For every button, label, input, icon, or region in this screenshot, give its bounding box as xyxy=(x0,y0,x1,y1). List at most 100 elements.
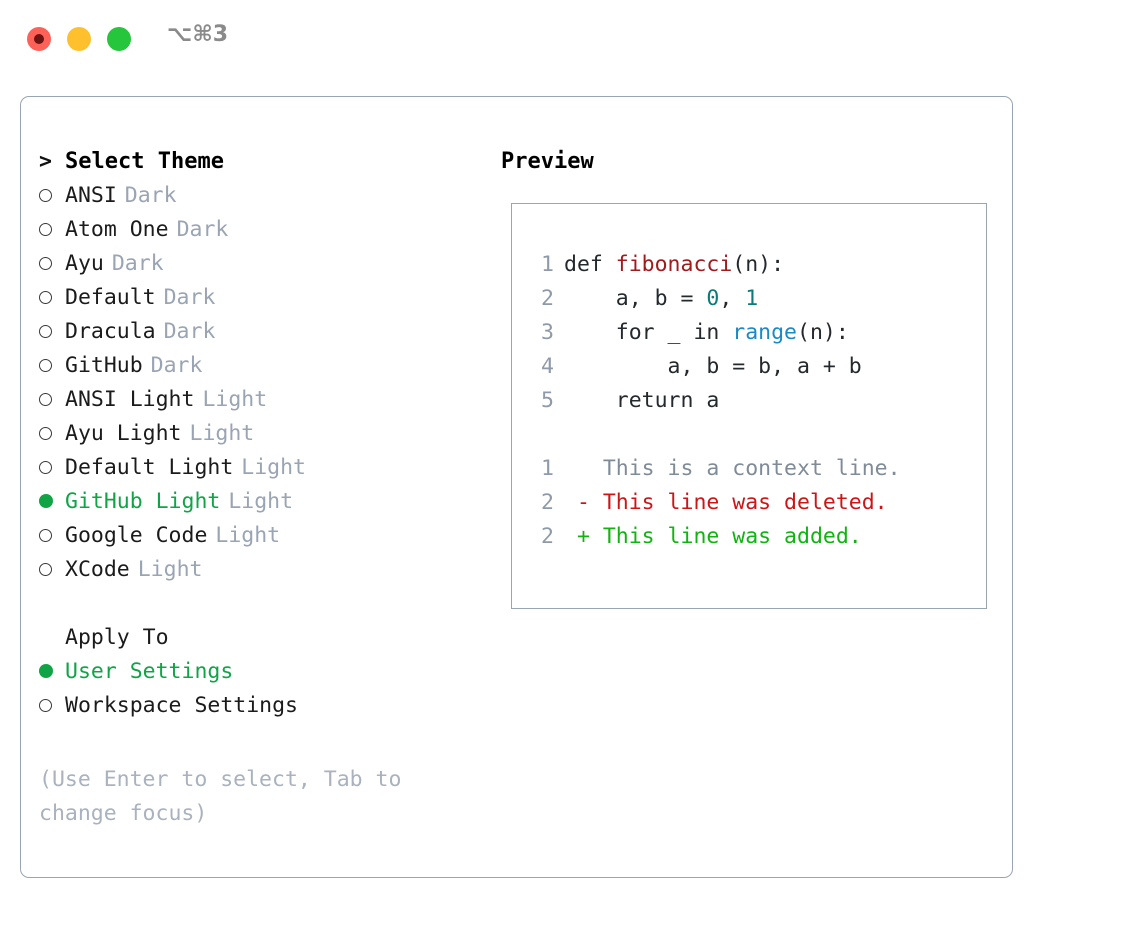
theme-item-label: ANSI Light xyxy=(65,387,195,412)
list-spacer xyxy=(39,587,469,621)
code-token: return a xyxy=(564,388,720,413)
theme-item-label: Ayu Light xyxy=(65,421,182,446)
select-theme-header: > Select Theme xyxy=(39,145,469,179)
code-token: This is a context line. xyxy=(564,456,901,481)
theme-item-variant-tag: Dark xyxy=(124,183,177,208)
radio-unselected-icon xyxy=(39,528,52,542)
code-token: , xyxy=(719,286,746,311)
theme-list-item[interactable]: GitHub Light Light xyxy=(39,485,469,519)
code-line-number: 2 xyxy=(541,524,554,549)
theme-list-item[interactable]: Default Dark xyxy=(39,281,469,315)
close-icon xyxy=(34,34,44,44)
radio-unselected-icon xyxy=(39,222,52,236)
theme-item-variant-tag: Light xyxy=(202,387,268,412)
theme-list-item[interactable]: Ayu Light Light xyxy=(39,417,469,451)
theme-radio-marker xyxy=(39,213,65,247)
theme-item-variant-tag: Light xyxy=(189,421,255,446)
theme-list-item[interactable]: ANSI Dark xyxy=(39,179,469,213)
theme-radio-marker xyxy=(39,417,65,451)
code-token: fibonacci xyxy=(615,252,733,277)
radio-unselected-icon xyxy=(39,188,52,202)
code-line: 3 for _ in range(n): xyxy=(532,316,901,350)
theme-item-variant-tag: Dark xyxy=(111,251,164,276)
theme-radio-marker xyxy=(39,451,65,485)
code-line: 5 return a xyxy=(532,384,901,418)
theme-item-label: GitHub xyxy=(65,353,143,378)
preview-title: Preview xyxy=(501,149,594,174)
apply-to-option[interactable]: Workspace Settings xyxy=(39,689,469,723)
theme-item-label: GitHub Light xyxy=(65,489,221,514)
theme-item-label: XCode xyxy=(65,557,130,582)
radio-unselected-icon xyxy=(39,460,52,474)
theme-radio-marker xyxy=(39,315,65,349)
theme-list-item[interactable]: Atom One Dark xyxy=(39,213,469,247)
theme-item-label: Ayu xyxy=(65,251,104,276)
theme-radio-marker xyxy=(39,383,65,417)
code-line-number: 3 xyxy=(541,320,554,345)
theme-item-variant-tag: Light xyxy=(137,557,203,582)
radio-unselected-icon xyxy=(39,392,52,406)
radio-unselected-icon xyxy=(39,426,52,440)
keyboard-shortcut-label: ⌥⌘3 xyxy=(167,22,229,47)
theme-radio-marker xyxy=(39,281,65,315)
theme-item-label: ANSI xyxy=(65,183,117,208)
code-line: 2 - This line was deleted. xyxy=(532,486,901,520)
theme-list-item[interactable]: ANSI Light Light xyxy=(39,383,469,417)
radio-selected-icon xyxy=(39,494,53,508)
theme-item-variant-tag: Dark xyxy=(176,217,229,242)
radio-unselected-icon xyxy=(39,290,52,304)
theme-item-variant-tag: Dark xyxy=(150,353,203,378)
theme-item-label: Default xyxy=(65,285,156,310)
code-line: 2 + This line was added. xyxy=(532,520,901,554)
select-theme-title: Select Theme xyxy=(65,149,224,174)
code-line-number: 2 xyxy=(541,286,554,311)
theme-radio-marker xyxy=(39,553,65,587)
theme-list-item[interactable]: GitHub Dark xyxy=(39,349,469,383)
radio-unselected-icon xyxy=(39,324,52,338)
theme-list-item[interactable]: Ayu Dark xyxy=(39,247,469,281)
apply-to-radio-marker xyxy=(39,655,65,689)
theme-radio-marker xyxy=(39,179,65,213)
radio-unselected-icon xyxy=(39,358,52,372)
apply-to-radio-marker xyxy=(39,689,65,723)
code-token: (n): xyxy=(732,252,785,277)
code-token: 0 xyxy=(706,286,720,311)
apply-to-option[interactable]: User Settings xyxy=(39,655,469,689)
close-button[interactable] xyxy=(27,27,51,51)
theme-list-item[interactable]: XCode Light xyxy=(39,553,469,587)
theme-item-label: Google Code xyxy=(65,523,208,548)
caret-icon: > xyxy=(39,149,52,174)
code-line-number: 1 xyxy=(541,252,554,277)
title-bar: ⌥⌘3 xyxy=(0,0,1140,78)
theme-item-variant-tag: Dark xyxy=(163,285,216,310)
radio-selected-icon xyxy=(39,664,53,678)
code-line: 4 a, b = b, a + b xyxy=(532,350,901,384)
apply-to-title: Apply To xyxy=(65,625,169,650)
minimize-button[interactable] xyxy=(67,27,91,51)
code-token: - This line was deleted. xyxy=(564,490,888,515)
theme-item-variant-tag: Light xyxy=(241,455,307,480)
theme-item-label: Atom One xyxy=(65,217,169,242)
radio-unselected-icon xyxy=(39,562,52,576)
code-line: 1 This is a context line. xyxy=(532,452,901,486)
code-token: a, b = xyxy=(564,286,707,311)
theme-item-label: Dracula xyxy=(65,319,156,344)
code-line-number: 2 xyxy=(541,490,554,515)
code-line-number: 1 xyxy=(541,456,554,481)
theme-radio-marker xyxy=(39,247,65,281)
apply-to-option-label: Workspace Settings xyxy=(65,693,298,718)
maximize-button[interactable] xyxy=(107,27,131,51)
theme-item-variant-tag: Light xyxy=(228,489,294,514)
code-token: a, b = b, a + b xyxy=(564,354,862,379)
theme-radio-marker xyxy=(39,349,65,383)
